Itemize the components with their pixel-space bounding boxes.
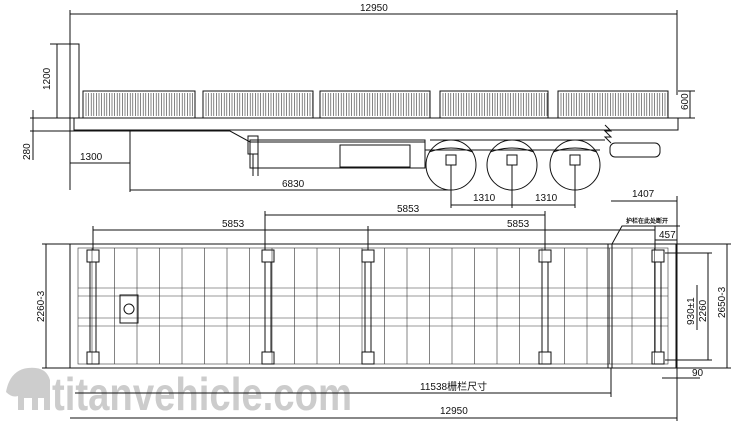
dim-twistlock-spacing-3: 5853: [507, 219, 530, 230]
break-note: 护栏在此处断开: [626, 217, 668, 225]
dim-twistlock-spacing-1: 5853: [222, 219, 245, 230]
dim-twistlock-width: 2260: [698, 299, 709, 322]
dim-rear-edge-offset: 90: [692, 368, 704, 379]
dim-axle-spacing-2: 1310: [535, 193, 558, 204]
twistlock: [538, 249, 552, 263]
twistlock: [86, 249, 100, 263]
axle-hub: [445, 154, 457, 166]
axle-hub: [506, 154, 518, 166]
side-view: [69, 10, 679, 191]
leaf-spring: [489, 147, 535, 153]
dim-rear-offset: 457: [659, 230, 676, 241]
twistlock: [651, 249, 665, 263]
dim-kingpin-to-axle: 6830: [282, 179, 305, 190]
dim-kingpin-height: 280: [22, 143, 33, 160]
twistlock: [361, 351, 375, 365]
twistlock: [361, 249, 375, 263]
dim-overall-width: 2650-3: [717, 286, 728, 318]
dim-twistlock-spacing-2: 5853: [397, 204, 420, 215]
axle-hub: [569, 154, 581, 166]
watermark-text: titanvehicle.com: [52, 368, 352, 420]
twistlock: [538, 351, 552, 365]
leaf-spring: [428, 147, 474, 153]
dim-rear-overhang: 1407: [632, 189, 655, 200]
twistlock: [261, 351, 275, 365]
twistlock: [651, 351, 665, 365]
dim-side-panel-height: 600: [680, 93, 691, 110]
side-panel: [82, 90, 196, 119]
dim-left-width: 2260-3: [36, 290, 47, 322]
dim-kingpin-setback: 1300: [80, 152, 103, 163]
dim-front-post-height: 1200: [42, 67, 53, 90]
twistlock: [86, 351, 100, 365]
dim-inner-spacing: 930±1: [686, 297, 697, 325]
dim-fence-length: 11538栅栏尺寸: [420, 380, 487, 393]
watermark-logo: [6, 367, 50, 410]
dim-overall-length-top: 12950: [440, 406, 468, 417]
dim-overall-length-side: 12950: [360, 3, 388, 14]
top-view: [69, 225, 680, 369]
twistlock: [261, 249, 275, 263]
dim-axle-spacing-1: 1310: [473, 193, 496, 204]
leaf-spring: [552, 147, 598, 153]
